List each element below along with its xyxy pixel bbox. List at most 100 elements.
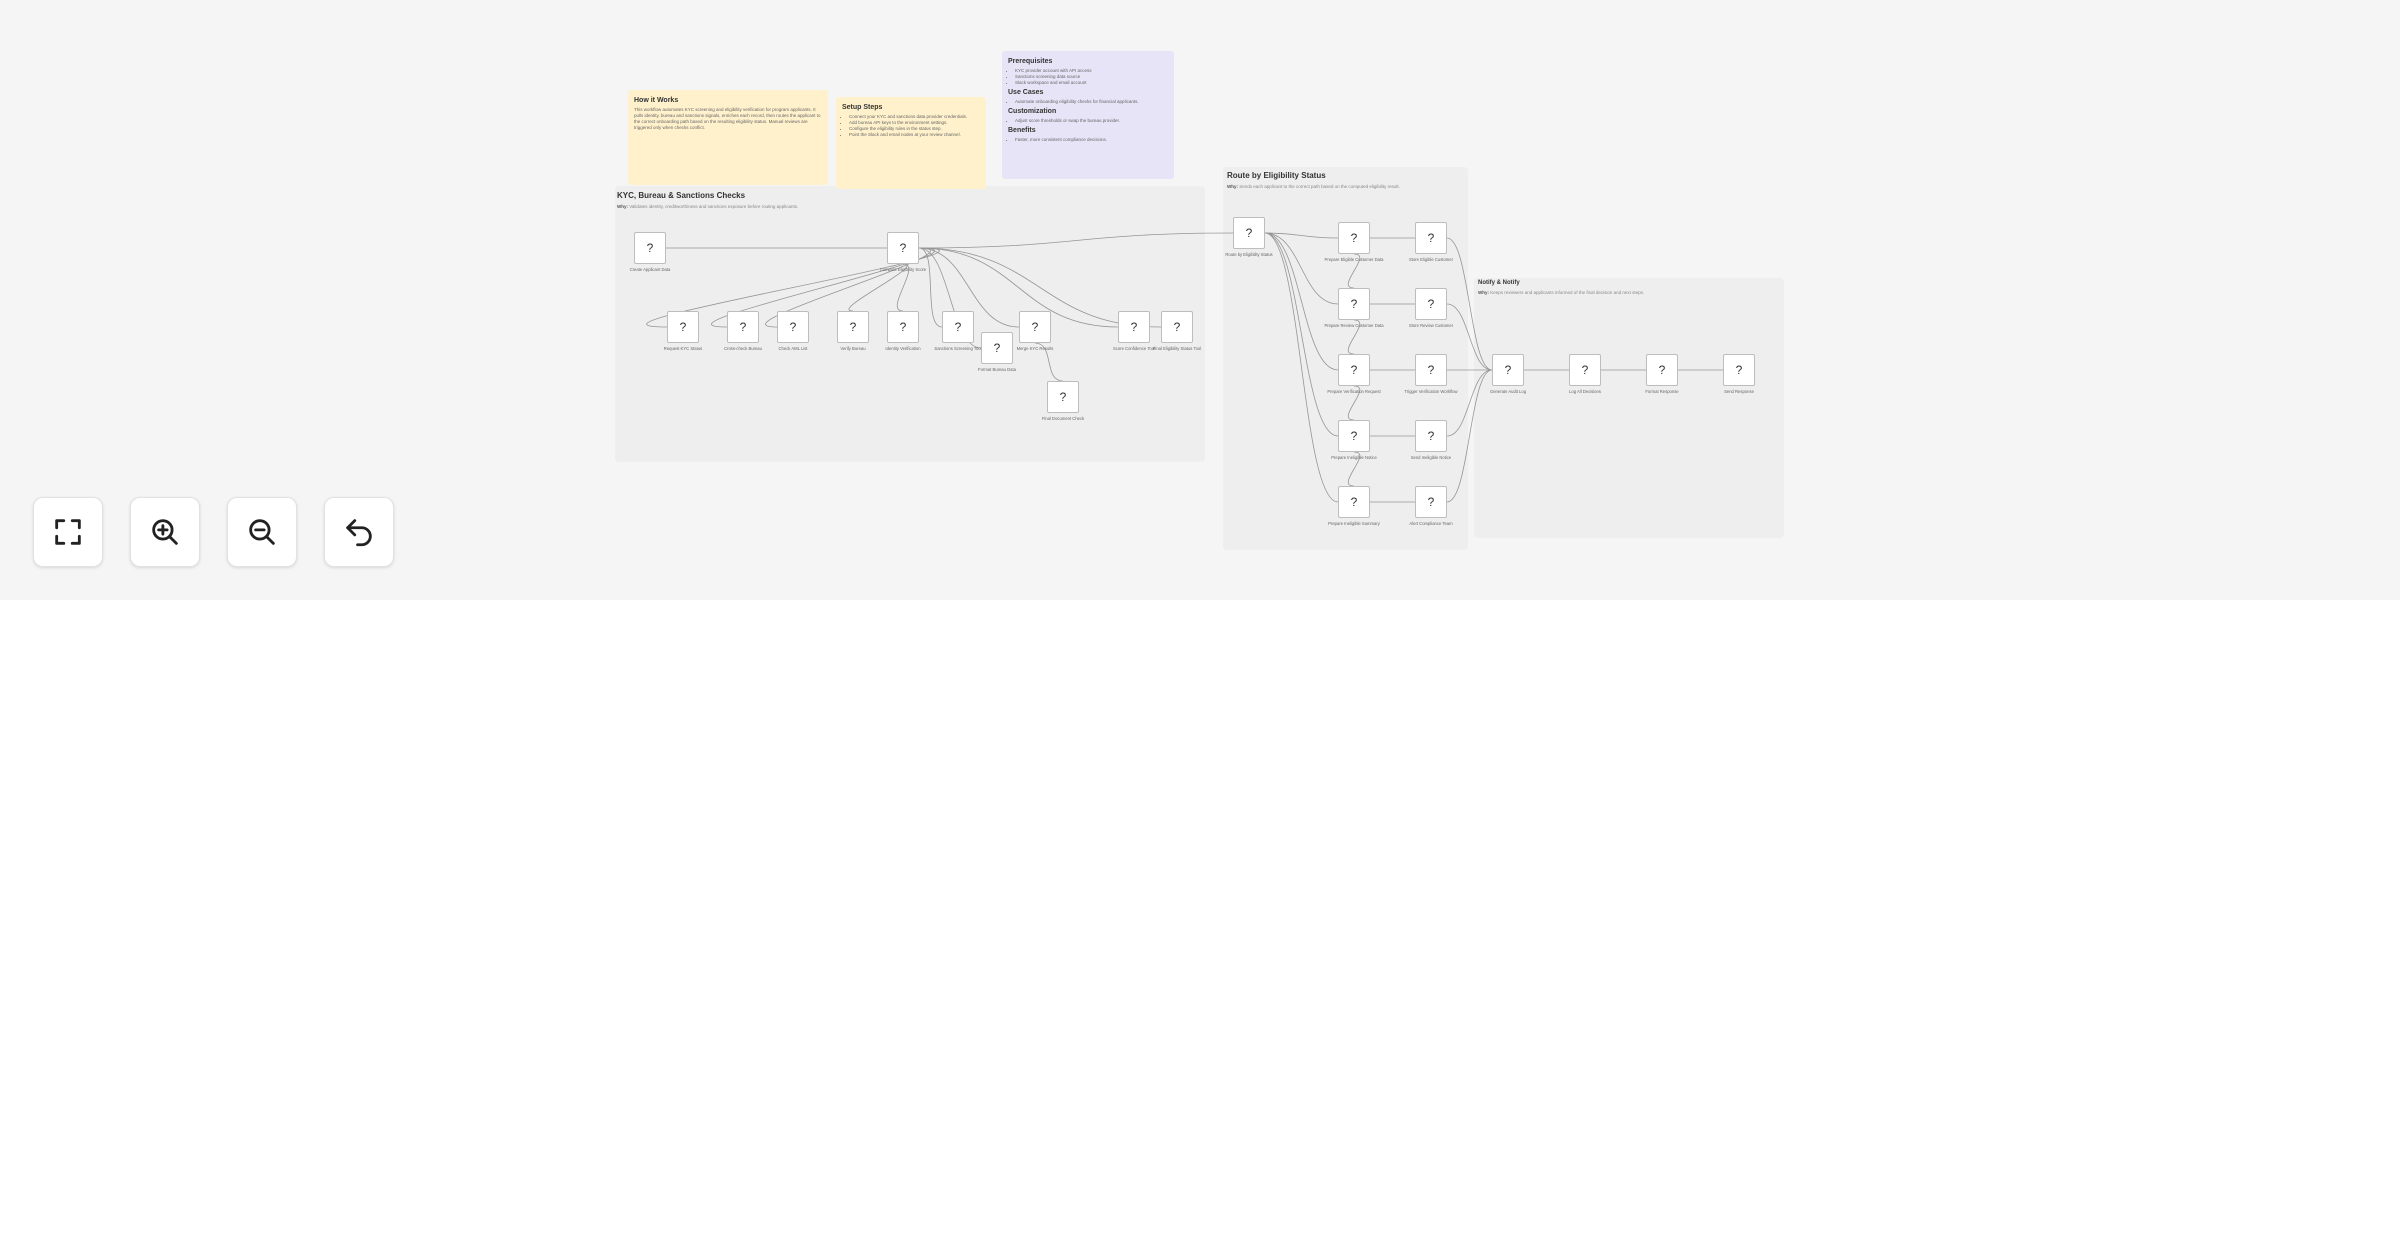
- node-label: Compute Eligibility Score: [879, 267, 927, 272]
- unknown-node-icon: ?: [1735, 363, 1743, 377]
- note-item: Configure the eligibility rules in the s…: [849, 126, 980, 132]
- unknown-node-icon: ?: [1427, 297, 1435, 311]
- fit-view-button[interactable]: [33, 497, 103, 567]
- workflow-node[interactable]: ?: [1492, 354, 1524, 386]
- unknown-node-icon: ?: [1350, 363, 1358, 377]
- node-label: Merge KYC Results: [1016, 346, 1054, 351]
- workflow-node[interactable]: ?: [727, 311, 759, 343]
- unknown-node-icon: ?: [1581, 363, 1589, 377]
- node-label: Prepare Ineligible Notice: [1331, 455, 1377, 460]
- workflow-node[interactable]: ?: [1415, 420, 1447, 452]
- workflow-node[interactable]: ?: [1646, 354, 1678, 386]
- canvas-controls: [33, 497, 394, 567]
- note-setup-steps: Setup Steps Connect your KYC and sanctio…: [836, 97, 986, 189]
- workflow-node[interactable]: ?: [887, 232, 919, 264]
- node-label: Store Review Customer: [1408, 323, 1454, 328]
- note-title: Setup Steps: [842, 104, 883, 111]
- unknown-node-icon: ?: [1504, 363, 1512, 377]
- unknown-node-icon: ?: [993, 341, 1001, 355]
- workflow-canvas[interactable]: KYC, Bureau & Sanctions Checks Why: Vali…: [0, 0, 2400, 600]
- note-item: Adjust score thresholds or swap the bure…: [1015, 118, 1168, 124]
- node-label: Prepare Review Customer Data: [1324, 323, 1384, 328]
- note-item: Connect your KYC and sanctions data prov…: [849, 114, 980, 120]
- note-item: Point the Slack and email nodes at your …: [849, 132, 980, 138]
- unknown-node-icon: ?: [1350, 231, 1358, 245]
- workflow-node[interactable]: ?: [777, 311, 809, 343]
- node-label: Send Response: [1724, 389, 1754, 394]
- zoom-out-icon: [249, 519, 275, 545]
- node-label: Cross-check Bureau: [724, 346, 762, 351]
- note-item: Sanctions screening data source: [1015, 74, 1168, 80]
- node-label: Store Eligible Customer: [1409, 257, 1453, 262]
- workflow-node[interactable]: ?: [1338, 420, 1370, 452]
- node-label: Request KYC Status: [663, 346, 703, 351]
- note-item: Add bureau API keys to the environment s…: [849, 120, 980, 126]
- workflow-node[interactable]: ?: [1118, 311, 1150, 343]
- zoom-out-button[interactable]: [227, 497, 297, 567]
- note-list: Connect your KYC and sanctions data prov…: [842, 114, 980, 138]
- workflow-node[interactable]: ?: [837, 311, 869, 343]
- node-label: Verify Bureau: [840, 346, 866, 351]
- node-label: Create Applicant Data: [629, 267, 671, 272]
- note-list: Adjust score thresholds or swap the bure…: [1008, 118, 1168, 124]
- group-title: KYC, Bureau & Sanctions Checks: [617, 191, 746, 200]
- workflow-node[interactable]: ?: [1233, 217, 1265, 249]
- node-label: Prepare Ineligible Summary: [1328, 521, 1380, 526]
- node-label: Identity Verification: [885, 346, 921, 351]
- unknown-node-icon: ?: [1658, 363, 1666, 377]
- note-item: Faster, more consistent compliance decis…: [1015, 137, 1168, 143]
- unknown-node-icon: ?: [646, 241, 654, 255]
- workflow-node[interactable]: ?: [1415, 354, 1447, 386]
- workflow-node[interactable]: ?: [1019, 311, 1051, 343]
- workflow-node[interactable]: ?: [1047, 381, 1079, 413]
- note-list: KYC provider account with API access San…: [1008, 68, 1168, 86]
- workflow-node[interactable]: ?: [1338, 486, 1370, 518]
- unknown-node-icon: ?: [739, 320, 747, 334]
- unknown-node-icon: ?: [1427, 429, 1435, 443]
- note-list: Faster, more consistent compliance decis…: [1008, 137, 1168, 143]
- workflow-node[interactable]: ?: [634, 232, 666, 264]
- note-title: Prerequisites: [1008, 58, 1053, 65]
- undo-button[interactable]: [324, 497, 394, 567]
- workflow-node[interactable]: ?: [1415, 288, 1447, 320]
- workflow-node[interactable]: ?: [1161, 311, 1193, 343]
- unknown-node-icon: ?: [899, 320, 907, 334]
- unknown-node-icon: ?: [1059, 390, 1067, 404]
- unknown-node-icon: ?: [1427, 363, 1435, 377]
- workflow-node[interactable]: ?: [1415, 486, 1447, 518]
- unknown-node-icon: ?: [789, 320, 797, 334]
- group-title: Route by Eligibility Status: [1227, 171, 1326, 180]
- workflow-node[interactable]: ?: [887, 311, 919, 343]
- node-label: Trigger Verification Workflow: [1404, 389, 1458, 394]
- node-label: Final Eligibility Status Tool: [1152, 346, 1202, 351]
- unknown-node-icon: ?: [899, 241, 907, 255]
- node-label: Generate Audit Log: [1489, 389, 1527, 394]
- workflow-node[interactable]: ?: [942, 311, 974, 343]
- group-title: Notify & Notify: [1478, 280, 1520, 286]
- unknown-node-icon: ?: [1427, 231, 1435, 245]
- undo-icon: [346, 519, 372, 547]
- workflow-node[interactable]: ?: [1723, 354, 1755, 386]
- node-label: Alert Compliance Team: [1409, 521, 1453, 526]
- note-list: Automate onboarding eligibility checks f…: [1008, 99, 1168, 105]
- node-label: Format Bureau Data: [978, 367, 1016, 372]
- unknown-node-icon: ?: [1031, 320, 1039, 334]
- unknown-node-icon: ?: [1130, 320, 1138, 334]
- zoom-in-button[interactable]: [130, 497, 200, 567]
- node-label: Score Confidence Tool: [1112, 346, 1156, 351]
- node-label: Prepare Verification Request: [1327, 389, 1381, 394]
- workflow-node[interactable]: ?: [1338, 222, 1370, 254]
- group-description: Why: Keeps reviewers and applicants info…: [1478, 290, 1645, 295]
- workflow-node[interactable]: ?: [981, 332, 1013, 364]
- workflow-node[interactable]: ?: [1569, 354, 1601, 386]
- group-notify: Notify & Notify Why: Keeps reviewers and…: [1474, 278, 1784, 538]
- unknown-node-icon: ?: [1173, 320, 1181, 334]
- workflow-node[interactable]: ?: [667, 311, 699, 343]
- note-subtitle: Use Cases: [1008, 89, 1044, 96]
- workflow-node[interactable]: ?: [1338, 288, 1370, 320]
- node-label: Check AML List: [778, 346, 808, 351]
- workflow-node[interactable]: ?: [1338, 354, 1370, 386]
- note-subtitle: Benefits: [1008, 127, 1036, 134]
- workflow-node[interactable]: ?: [1415, 222, 1447, 254]
- unknown-node-icon: ?: [679, 320, 687, 334]
